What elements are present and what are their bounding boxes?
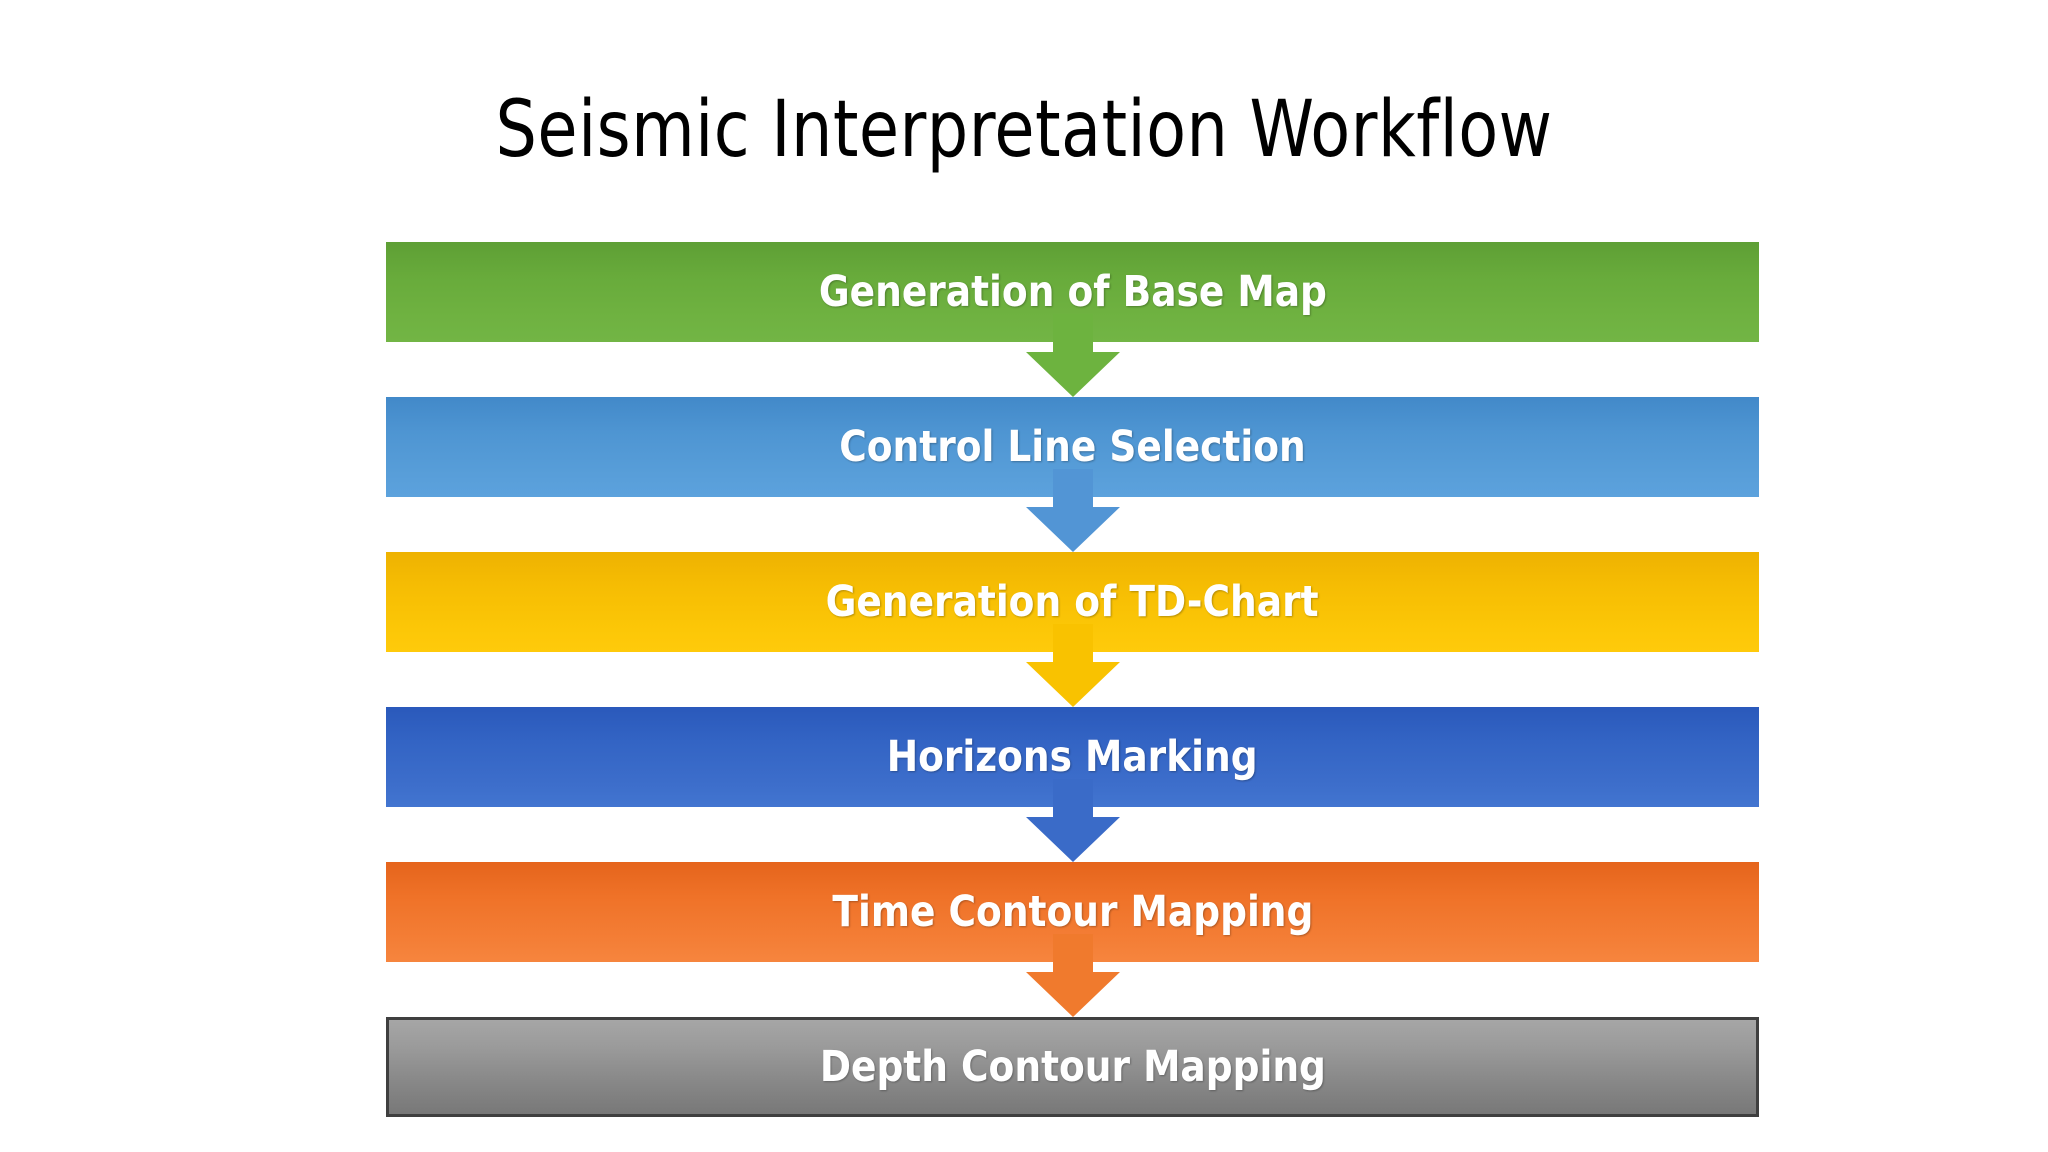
step-label: Time Contour Mapping <box>832 887 1313 937</box>
step-label: Horizons Marking <box>887 732 1258 782</box>
process-step-1[interactable]: Generation of Base Map <box>386 242 1759 397</box>
step-label: Depth Contour Mapping <box>819 1042 1326 1092</box>
step-label: Generation of TD-Chart <box>826 577 1319 627</box>
step-box-generation-of-td-chart[interactable]: Generation of TD-Chart <box>386 552 1759 652</box>
process-step-6[interactable]: Depth Contour Mapping <box>386 1017 1759 1117</box>
process-step-4[interactable]: Horizons Marking <box>386 707 1759 862</box>
process-step-3[interactable]: Generation of TD-Chart <box>386 552 1759 707</box>
step-box-generation-of-base-map[interactable]: Generation of Base Map <box>386 242 1759 342</box>
process-step-5[interactable]: Time Contour Mapping <box>386 862 1759 1017</box>
step-label: Generation of Base Map <box>818 267 1327 317</box>
step-box-control-line-selection[interactable]: Control Line Selection <box>386 397 1759 497</box>
step-box-depth-contour-mapping[interactable]: Depth Contour Mapping <box>386 1017 1759 1117</box>
page-title: Seismic Interpretation Workflow <box>495 85 1553 175</box>
process-step-2[interactable]: Control Line Selection <box>386 397 1759 552</box>
process-flow-diagram: Generation of Base Map Control Line Sele… <box>386 242 1759 1117</box>
step-box-horizons-marking[interactable]: Horizons Marking <box>386 707 1759 807</box>
step-label: Control Line Selection <box>839 422 1306 472</box>
step-box-time-contour-mapping[interactable]: Time Contour Mapping <box>386 862 1759 962</box>
